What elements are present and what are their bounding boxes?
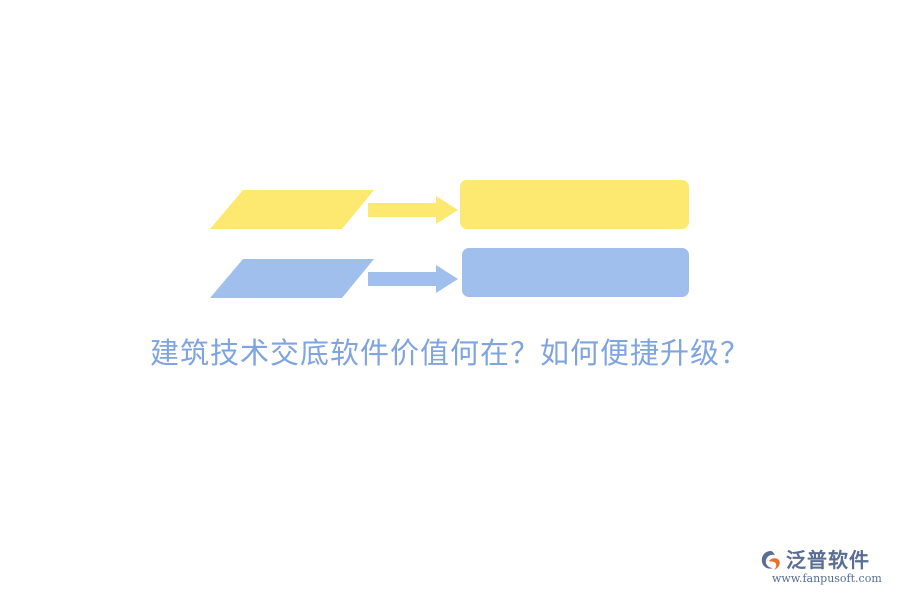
- yellow-parallelogram: [210, 190, 374, 229]
- logo-name: 泛普软件: [786, 548, 870, 572]
- yellow-rounded-box: [460, 180, 689, 229]
- logo-swirl-icon: [761, 551, 780, 570]
- blue-arrow: [368, 265, 458, 293]
- brand-logo: 泛普软件 www.fanpusoft.com: [758, 544, 888, 588]
- blue-rounded-box: [462, 248, 689, 297]
- blue-parallelogram: [210, 259, 374, 298]
- page-title: 建筑技术交底软件价值何在？如何便捷升级？: [149, 336, 750, 370]
- yellow-arrow: [368, 196, 458, 224]
- logo-url: www.fanpusoft.com: [772, 572, 882, 585]
